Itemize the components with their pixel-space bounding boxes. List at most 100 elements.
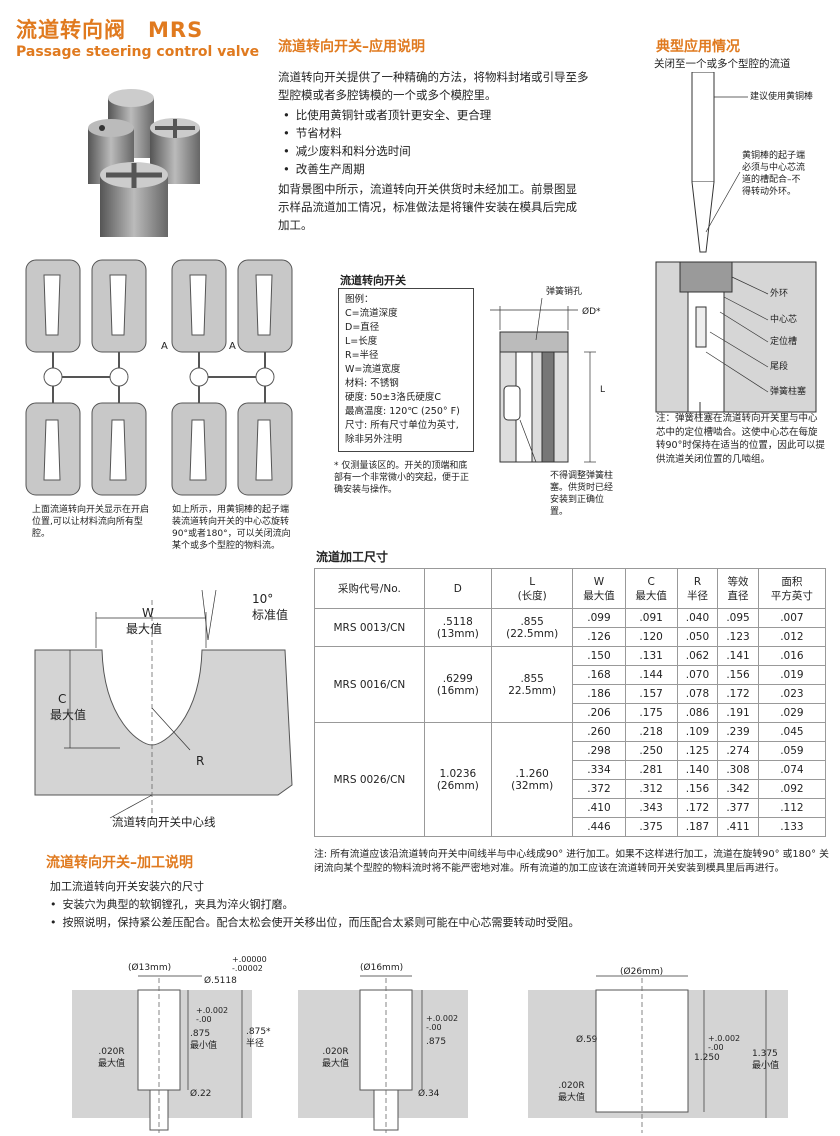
table-cell: .059 [757,741,827,761]
h2-radius: .020R 最大值 [322,1047,350,1069]
table-header: L (长度) [490,568,574,609]
table-cell: .016 [757,646,827,666]
switch-section-diagram [490,297,596,463]
table-cell: .298 [572,741,626,761]
label-angle: 10° [252,592,274,606]
machining-bullets: 安装穴为典型的软钢镗孔，夹具为淬火钢打磨。 按照说明，保持紧公差压配合。配合太松… [50,896,840,932]
application-para2: 如背景图中所示，流道转向开关供货时未经加工。前景图显示样品流道加工情况，标准做法… [278,182,577,232]
table-cell: .140 [676,760,719,780]
table-header: D [423,568,492,609]
h3-dia: (Ø26mm) [620,967,664,977]
table-cell: .411 [717,817,759,837]
h1-small: Ø.22 [190,1089,212,1099]
h2-small: Ø.34 [418,1089,440,1099]
legend-line: 尺寸: 所有尺寸单位为英寸, [345,420,459,431]
h2-dia: (Ø16mm) [360,963,404,973]
table-cell: .206 [572,703,626,723]
machining-subheading: 加工流道转向开关安装穴的尺寸 [50,880,204,893]
h1-dia: (Ø13mm) [128,963,172,973]
table-cell: .446 [572,817,626,837]
table-cell: .040 [676,608,719,628]
table-row: .126.120.050.123.012 [315,627,827,647]
table-cell: 1.0236 (26mm) [423,722,492,837]
hole-26mm-diagram [528,975,788,1133]
table-cell: .250 [624,741,678,761]
table-cell: .168 [572,665,626,685]
list-item: 改善生产周期 [283,160,583,178]
caption-open: 上面流道转向开关显示在开启位置,可以让材料流向所有型腔。 [32,505,150,539]
table-cell: .091 [624,608,678,628]
caption-closed: 如上所示，用黄铜棒的起子端装流道转向开关的中心芯旋转90°或者180°，可以关闭… [172,505,291,551]
table-cell: .099 [572,608,626,628]
h1-depth: .875 最小值 [190,1029,218,1051]
table-cell: .377 [717,798,759,818]
table-row: .168.144.070.156.019 [315,665,827,685]
table-cell: .191 [717,703,759,723]
table-cell: .342 [717,779,759,799]
product-photo [88,89,200,237]
table-cell: .150 [572,646,626,666]
h3-depth: 1.250 [694,1053,720,1063]
table-cell: .6299 (16mm) [423,646,492,723]
h3-total: 1.375 最小值 [752,1049,780,1071]
application-para1: 流道转向开关提供了一种精确的方法，将物料封堵或引导至多型腔模或者多腔铸模的一个或… [278,70,589,102]
switch-heading: 流道转向开关 [340,274,406,287]
table-cell: .078 [676,684,719,704]
h2-depth: .875 [426,1037,447,1047]
table-header: 面积 平方英寸 [757,568,827,609]
label-pin-hole: 弹簧销孔 [546,287,583,297]
table-cell: .023 [757,684,827,704]
table-cell: .062 [676,646,719,666]
table-cell: .375 [624,817,678,837]
label-groove: 定位槽 [770,337,798,347]
h3-tol: +.0.002 -.00 [708,1034,741,1052]
table-cell: .172 [676,798,719,818]
list-item: 安装穴为典型的软钢镗孔，夹具为淬火钢打磨。 [50,896,840,914]
list-item: 节省材料 [283,124,583,142]
table-cell: .144 [624,665,678,685]
typical-note: 注：弹簧柱塞在流道转向开关里与中心芯中的定位槽啮合。这使中心芯在每旋转90°时保… [656,413,825,465]
table-cell: .086 [676,703,719,723]
table-cell: .092 [757,779,827,799]
table-cell: .109 [676,722,719,742]
table-cell: .175 [624,703,678,723]
table-cell: .312 [624,779,678,799]
table-cell: .186 [572,684,626,704]
label-ring: 外环 [770,289,789,299]
table-cell: .141 [717,646,759,666]
table-cell: .343 [624,798,678,818]
table-cell: .372 [572,779,626,799]
h3-radius: .020R 最大值 [558,1081,586,1103]
table-cell: .095 [717,608,759,628]
legend-line: R=半径 [345,350,379,361]
h1-tol2: +.0.002 -.00 [196,1006,229,1024]
legend-line: D=直径 [345,322,380,333]
table-cell: MRS 0026/CN [314,722,425,837]
table-cell: .5118 (13mm) [423,608,492,647]
table-cell: .007 [757,608,827,628]
legend-line: 图例： [345,294,374,305]
label-slot: 黄铜棒的起子端必须与中心芯流道的槽配合–不得转动外环。 [742,151,806,197]
list-item: 减少废料和料分选时间 [283,142,583,160]
label-a1: A [161,341,168,352]
table-note: 注: 所有流道应该沿流道转向开关中间线半与中心线成90° 进行加工。如果不这样进… [314,849,829,874]
table-cell: MRS 0016/CN [314,646,425,723]
table-cell: .855 22.5mm) [490,646,574,723]
table-row: .186.157.078.172.023 [315,684,827,704]
label-r: R [196,754,205,768]
table-cell: .855 (22.5mm) [490,608,574,647]
h2-tol: +.0.002 -.00 [426,1014,459,1032]
table-header: R 半径 [676,568,719,609]
table-cell: .045 [757,722,827,742]
application-bullets: 比使用黄铜针或者顶针更安全、更合理 节省材料 减少废料和料分选时间 改善生产周期 [283,106,583,178]
page-title: 流道转向阀 MRS [16,18,204,42]
table-cell: .260 [572,722,626,742]
label-length: L [600,385,606,395]
hole-16mm-diagram [298,975,468,1133]
table-cell: .218 [624,722,678,742]
typical-diagram [655,72,817,417]
table-cell: .133 [757,817,827,837]
table-header: 等效 直径 [717,568,759,609]
